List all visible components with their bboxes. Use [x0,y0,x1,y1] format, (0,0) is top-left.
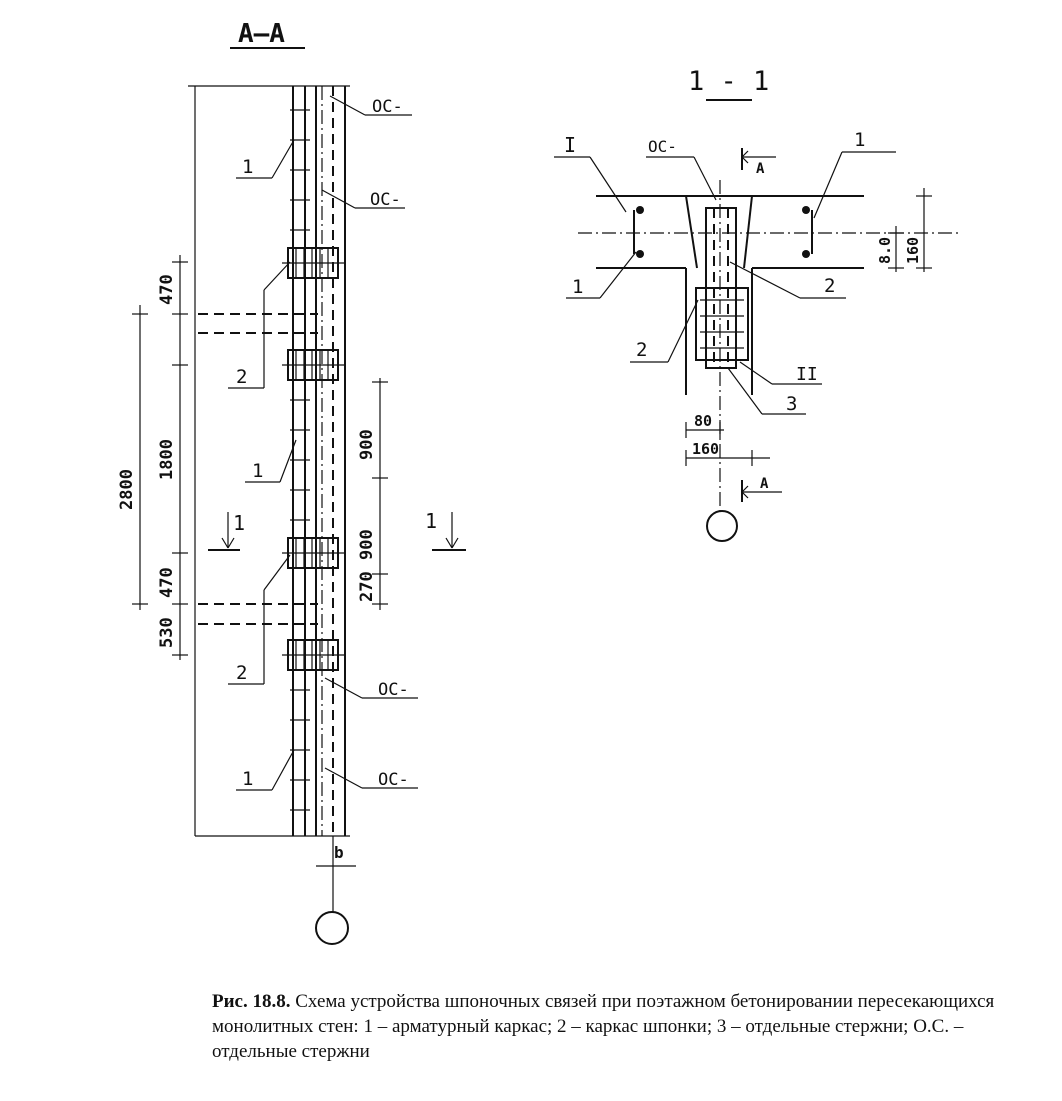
svg-text:I: I [564,133,576,157]
dim-160-h: 160 [692,440,719,458]
dimension-right [888,188,932,272]
dim-900-bottom: 900 [357,529,377,560]
dim-1800: 1800 [157,439,177,480]
os-callout: ОС- [324,677,418,700]
item-leader: 1 [245,439,297,483]
svg-text:II: II [796,364,818,385]
item-leader: 1 [566,251,637,299]
key-cage [282,247,344,279]
construction-drawing: А–А [117,19,958,945]
figure-caption: Рис. 18.8. Схема устройства шпоночных св… [212,989,1052,1064]
cut-mark-left: 1 [208,511,245,551]
dim-8-0: 8.0 [876,237,894,264]
svg-text:ОС-: ОС- [378,770,409,790]
os-callout: ОС- [324,767,418,790]
svg-text:3: 3 [786,393,797,415]
wall-line [743,195,753,269]
cut-mark-top: А [741,148,776,177]
svg-text:1: 1 [425,509,437,533]
svg-text:ОС-: ОС- [370,190,401,210]
axis-bubble [315,911,349,945]
dimension-bottom [685,422,770,466]
junction-cage [695,207,749,369]
item-leader: 2 [228,261,291,389]
item-leader: 1 [813,129,896,219]
section-aa: А–А [117,19,466,945]
dim-b-marker: b [316,836,356,912]
svg-text:1: 1 [242,156,253,178]
key-cage [282,537,344,569]
slab-dashed-lines [198,313,318,625]
section-11-title: 1 - 1 [688,66,769,97]
cut-mark-bottom: А [741,476,782,502]
item-leader: 2 [630,299,699,363]
svg-text:ОС-: ОС- [372,97,403,117]
dim-270: 270 [357,571,377,602]
svg-text:2: 2 [236,662,247,684]
section-11: 1 - 1 [554,66,958,542]
svg-text:1: 1 [233,511,245,535]
os-callout: ОС- [321,189,405,210]
cut-mark-right: 1 [425,509,466,551]
svg-text:ОС-: ОС- [648,137,677,156]
os-callout: ОС- [646,137,717,201]
item-leader: 2 [228,554,291,685]
dim-470-top: 470 [157,274,177,305]
svg-text:2: 2 [636,339,647,361]
figure-label: Рис. 18.8. [212,991,291,1012]
item-leader: 2 [729,261,846,299]
svg-text:1: 1 [572,276,583,298]
marker-roman-2: II [739,361,822,385]
key-cage [282,349,344,381]
svg-text:1: 1 [854,129,865,151]
axis-bubble [706,510,738,542]
section-aa-title: А–А [238,19,285,49]
svg-text:b: b [334,843,344,862]
dim-470-bottom: 470 [157,567,177,598]
wall-line [685,195,698,269]
os-callout: ОС- [329,95,412,117]
dimension-chain-right [372,378,388,610]
dim-530: 530 [157,617,177,648]
figure-caption-text: Схема устройства шпоночных связей при по… [212,991,995,1062]
svg-text:А: А [756,161,765,177]
marker-roman-1: I [554,133,627,213]
dimension-chain-left [132,255,188,660]
item-leader: 1 [236,139,295,179]
stirrup-ticks [290,109,310,811]
dim-160-v: 160 [904,237,922,264]
dim-900-top: 900 [357,429,377,460]
svg-text:2: 2 [824,275,835,297]
dim-80: 80 [694,412,712,430]
svg-text:2: 2 [236,366,247,388]
key-cage [282,639,344,671]
dim-2800: 2800 [117,469,137,510]
rebar-bars [633,206,813,258]
item-leader: 3 [727,367,806,415]
svg-text:А: А [760,476,769,492]
svg-text:1: 1 [242,768,253,790]
svg-text:ОС-: ОС- [378,680,409,700]
item-leader: 1 [236,749,295,791]
svg-text:1: 1 [252,460,263,482]
